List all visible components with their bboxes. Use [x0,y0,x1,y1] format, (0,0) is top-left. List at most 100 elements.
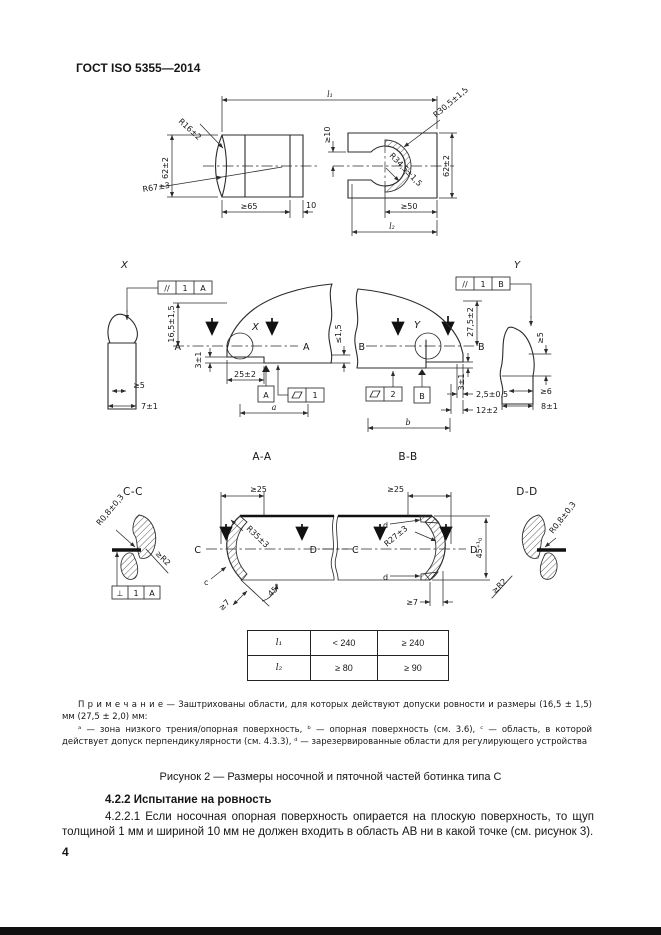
leader-r08 [115,529,136,548]
dim-62-ext [167,134,218,198]
dim-label-45: 45° [266,582,282,598]
leader-r27 [414,531,437,542]
section-letter-b-right: B [478,342,485,353]
dim-label-l1: l₁ [327,90,333,99]
dd-letter-left: D [310,545,317,556]
dim-label-275: 27,5±2 [466,307,475,337]
flatness-symbol-icon [369,390,381,398]
section-heading: 4.2.2 Испытание на ровность [105,794,272,806]
datum-a-label: A [263,391,269,400]
dim-label-7: 7±1 [141,402,158,411]
zone-label-c: c [204,578,208,587]
cc-hatch-upper [132,514,157,559]
note-line-1: П р и м е ч а н и е — Заштрихованы облас… [62,700,592,723]
section-cc-view: R0,8±0,3 ≥R2 ⊥ 1 A [95,493,172,600]
page-bottom-edge [0,927,661,935]
length-limits-table: l₁ < 240 ≥ 240 l₂ ≥ 80 ≥ 90 [247,630,449,681]
dd-hatch-lower [539,552,558,580]
heel-plan-view: R30,5±1,5 R34,5±1,5 62±2 ≥50 l₂ ≥10 [323,88,470,236]
dim-label-ge5: ≥5 [133,381,145,390]
leader-r67 [159,175,223,188]
dim-65-ext [221,200,304,218]
table-cell: < 240 [310,630,378,656]
dim-label-62b: 62±2 [442,155,451,177]
leader-r08b [544,537,557,548]
gdt-leader [510,283,532,318]
heel-side-view: B B Y 27,5±2 3±1 2,5±0,5 12±2 2 [354,288,508,432]
datum-b-label: B [419,392,425,401]
dim-ge25b-ext [407,492,452,544]
section-letter-a-right: A [303,342,310,353]
detail-label-y: Y [414,320,421,331]
flatness-symbol-icon [291,391,303,399]
dim-label-15: ≤1,5 [334,324,343,343]
zone-label-d-top: d [383,521,388,530]
figure-caption: Рисунок 2 — Размеры носочной и пяточной … [159,771,502,783]
gdt-symbol-parallelism: // [164,284,170,293]
dim-label-8: 8±1 [541,402,558,411]
leader-r345 [385,167,400,182]
dim-label-10: 10 [306,201,316,210]
dd-hatch-upper [521,514,546,559]
dim-label-r08: R0,8±0,3 [95,493,126,528]
dim-label-65: ≥65 [241,202,258,211]
leader-c-zone [210,566,227,580]
leader-r67-tail [221,166,283,178]
table-row: l₂ ≥ 80 ≥ 90 [247,655,449,681]
datum-a-box [257,385,275,403]
flatness-leader [277,374,288,396]
bb-hatch-band [424,515,446,581]
section-bb-view: D D ≥25 R27±3 45⁺¹₀ ≥7 d d [310,485,490,607]
heel-plan-centerline [333,142,454,190]
dim-label-3b: 3±1 [457,374,466,391]
dim-label-s10: ≥10 [323,127,332,144]
gdt-frame-dividers [473,276,493,291]
dim-label-3: 3±1 [194,352,203,369]
heel-profile-outline [499,326,535,405]
dim-label-ge7: ≥7 [217,598,232,613]
section-body: 4.2.2.1 Если носочная опорная поверхност… [62,811,594,838]
gdt-symbol-perpendicularity: ⊥ [117,589,124,598]
sole-ref-lines [501,353,552,377]
dim-label-45tol: 45⁺¹₀ [475,538,484,559]
dim-l1-ext [221,96,438,132]
dim-b-ext [367,418,451,432]
dim-label-ge6: ≥6 [540,387,552,396]
flatness-value-2: 2 [390,390,395,399]
figure-2-drawing: l₁ 62±2 R16±2 R67±3 ≥65 10 R30,5±1,5 R34… [95,88,578,613]
gdt-frame-dividers [127,585,145,600]
gdt-datum-ref: A [149,589,155,598]
toe-detail-x-view: X // 1 A ≥5 7±1 [107,260,213,411]
dim-label-a-zone: a [272,403,277,412]
view-label-y: Y [514,260,521,271]
gdt-frame-perp [111,585,161,600]
dim-ge7-line [232,590,248,606]
dim-label-ge5b: ≥5 [536,332,545,344]
gdt-frame-dividers [175,280,195,295]
dim-62b-ext [439,132,457,199]
bb-reserved-tabs [419,515,440,581]
dim-8-ext [501,404,534,410]
page-header: ГОСТ ISO 5355—2014 [76,61,201,75]
gdt-datum-ref: B [498,280,504,289]
dim-50-ext [384,190,438,218]
gdt-value: 1 [480,280,485,289]
dim-3b-ext [426,361,473,369]
section-letter-a-left: A [175,342,182,353]
dim-label-62: 62±2 [161,157,170,179]
dim-label-r2b: ≥R2 [490,577,509,596]
gdt-frame-parallel-b [455,276,511,291]
detail-label-x: X [251,322,260,333]
toe-profile-outline [107,313,138,410]
dim-ge25-ext [220,492,265,544]
gdt-datum-ref: A [200,284,206,293]
detail-y-circle [414,332,442,360]
dim-label-50: ≥50 [401,202,418,211]
leader-r35 [230,519,244,532]
aa-angle-arc [261,583,279,602]
dim-label-ge25: ≥25 [250,485,267,494]
section-cc-title: C-C [123,486,143,498]
gdt-frame-parallel-a [157,280,213,295]
table-cell: ≥ 240 [377,630,449,656]
